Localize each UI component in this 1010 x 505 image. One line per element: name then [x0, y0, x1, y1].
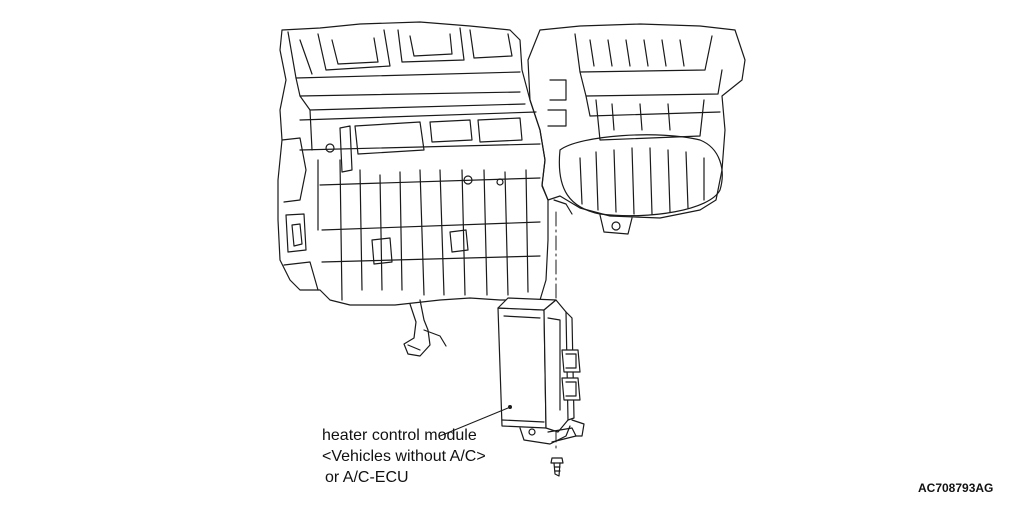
heater-control-module-part — [497, 297, 585, 445]
heater-unit-housing — [277, 21, 549, 357]
mounting-screw — [550, 457, 564, 477]
callout-line-1: heater control module — [322, 427, 477, 444]
callout-line-3: or A/C-ECU — [325, 469, 409, 486]
blower-unit-housing — [527, 23, 746, 235]
callout-leader — [439, 405, 512, 437]
figure-id: AC708793AG — [918, 481, 994, 495]
part-callout-label: heater control module <Vehicles without … — [322, 425, 486, 488]
callout-line-2: <Vehicles without A/C> — [322, 448, 486, 465]
